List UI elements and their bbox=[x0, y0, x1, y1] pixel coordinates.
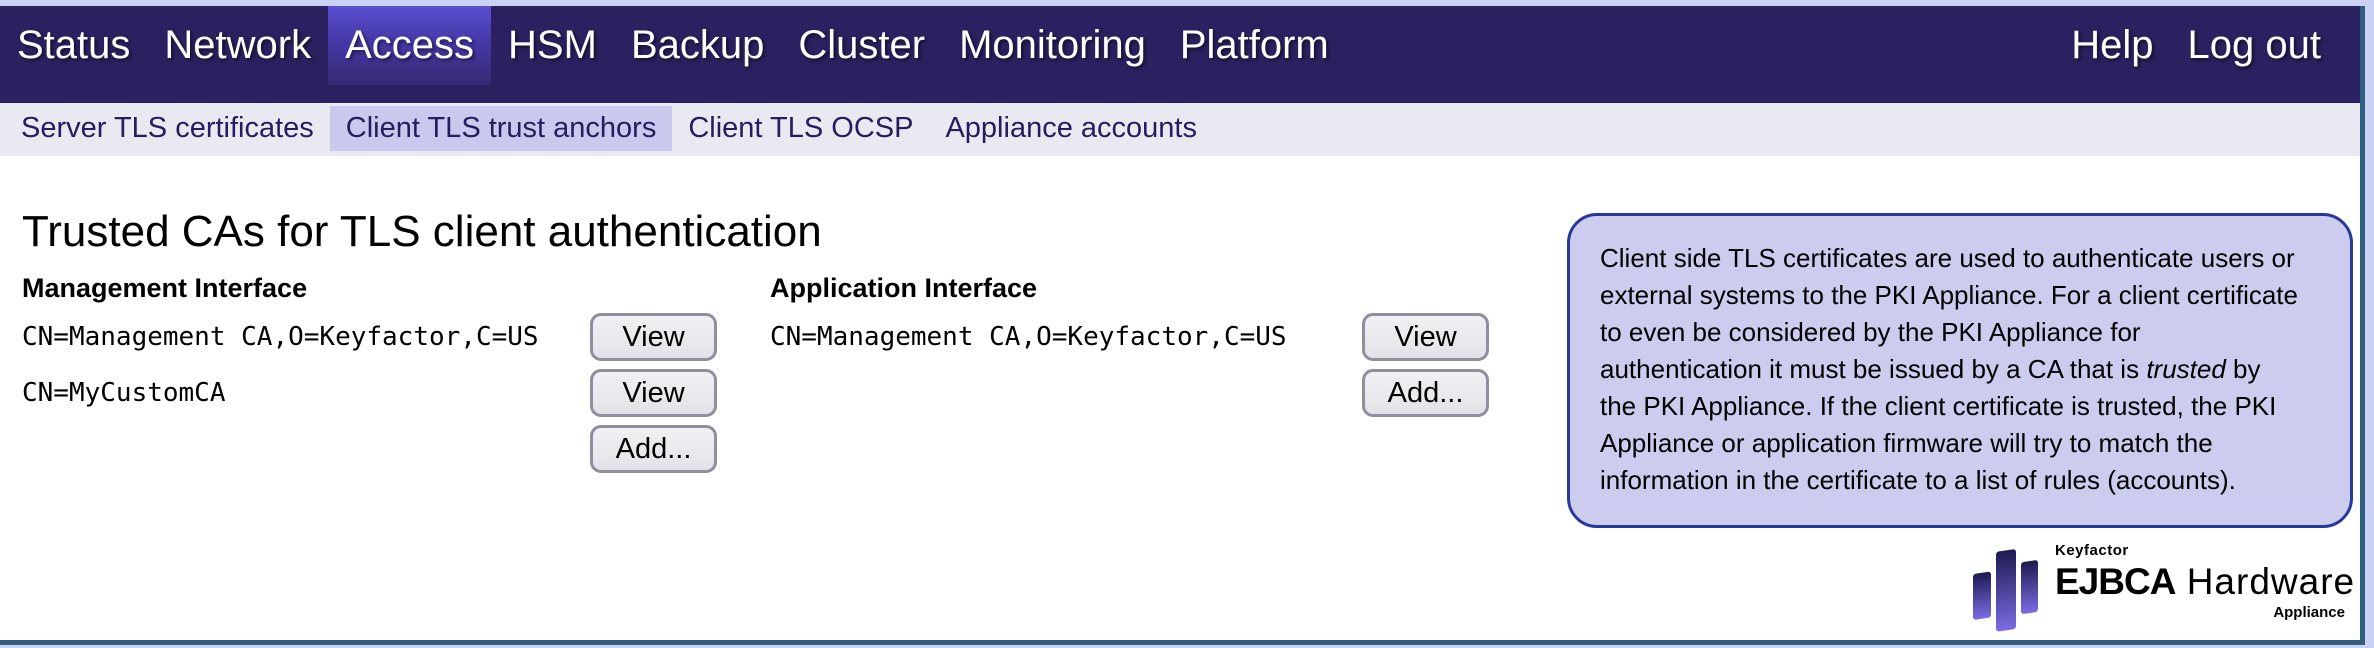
info-line: external systems to the PKI Appliance. F… bbox=[1600, 280, 2298, 310]
view-button[interactable]: View bbox=[1362, 313, 1489, 361]
logo-text: Keyfactor EJBCA Hardware Appliance bbox=[2055, 542, 2356, 622]
top-nav-left: Status Network Access HSM Backup Cluster… bbox=[0, 6, 1346, 85]
nav-item-help[interactable]: Help bbox=[2071, 23, 2154, 67]
info-line: the PKI Appliance. If the client certifi… bbox=[1600, 391, 2277, 421]
nav-item-logout[interactable]: Log out bbox=[2187, 23, 2321, 67]
cert-row: CN=Management CA,O=Keyfactor,C=US View bbox=[763, 313, 1489, 361]
info-line: information in the certificate to a list… bbox=[1600, 465, 2236, 495]
page-title: Trusted CAs for TLS client authenticatio… bbox=[22, 207, 822, 256]
nav-item-monitoring[interactable]: Monitoring bbox=[959, 23, 1146, 67]
keyfactor-ejbca-logo: Keyfactor EJBCA Hardware Appliance bbox=[1973, 542, 2356, 637]
sub-nav: Server TLS certificates Client TLS trust… bbox=[0, 103, 2360, 156]
logo-product: EJBCA Hardware bbox=[2055, 561, 2356, 602]
nav-item-network[interactable]: Network bbox=[164, 23, 312, 67]
subnav-item-client-tls-ocsp[interactable]: Client TLS OCSP bbox=[688, 112, 914, 144]
application-interface-label: Application Interface bbox=[770, 273, 1038, 303]
logo-brand: Keyfactor bbox=[2055, 542, 2129, 559]
info-callout: Client side TLS certificates are used to… bbox=[1567, 213, 2353, 528]
cert-row: CN=Management CA,O=Keyfactor,C=US View bbox=[15, 313, 730, 361]
subnav-item-server-tls-certificates[interactable]: Server TLS certificates bbox=[21, 112, 314, 144]
view-button[interactable]: View bbox=[590, 313, 717, 361]
cert-dn: CN=MyCustomCA bbox=[22, 378, 226, 408]
cert-dn: CN=Management CA,O=Keyfactor,C=US bbox=[22, 322, 539, 352]
application-interface-section: Application Interface CN=Management CA,O… bbox=[763, 272, 1489, 425]
nav-item-status[interactable]: Status bbox=[17, 23, 131, 67]
add-button[interactable]: Add... bbox=[1362, 369, 1489, 417]
cert-row: Add... bbox=[15, 425, 730, 473]
nav-item-backup[interactable]: Backup bbox=[630, 23, 765, 67]
logo-suffix: Appliance bbox=[2273, 604, 2345, 621]
app-window: Status Network Access HSM Backup Cluster… bbox=[0, 6, 2365, 645]
add-button[interactable]: Add... bbox=[590, 425, 717, 473]
subnav-item-appliance-accounts[interactable]: Appliance accounts bbox=[945, 112, 1197, 144]
keyfactor-bars-icon bbox=[1973, 549, 2038, 632]
info-line: to even be considered by the PKI Applian… bbox=[1600, 317, 2141, 347]
info-line: authentication it must be issued by a CA… bbox=[1600, 354, 2261, 384]
top-nav-right: Help Log out bbox=[2054, 6, 2360, 85]
main-content: Trusted CAs for TLS client authenticatio… bbox=[0, 156, 2360, 640]
subnav-item-client-tls-trust-anchors[interactable]: Client TLS trust anchors bbox=[329, 106, 673, 151]
info-line: Client side TLS certificates are used to… bbox=[1600, 243, 2295, 273]
management-interface-section: Management Interface CN=Management CA,O=… bbox=[15, 272, 730, 481]
nav-item-access[interactable]: Access bbox=[328, 6, 492, 85]
nav-item-cluster[interactable]: Cluster bbox=[798, 23, 926, 67]
nav-item-hsm[interactable]: HSM bbox=[508, 23, 597, 67]
cert-dn: CN=Management CA,O=Keyfactor,C=US bbox=[770, 322, 1287, 352]
top-nav: Status Network Access HSM Backup Cluster… bbox=[0, 6, 2360, 103]
management-interface-label: Management Interface bbox=[22, 273, 308, 303]
cert-row: Add... bbox=[763, 369, 1489, 417]
info-line: Appliance or application firmware will t… bbox=[1600, 428, 2213, 458]
nav-item-platform[interactable]: Platform bbox=[1179, 23, 1329, 67]
cert-row: CN=MyCustomCA View bbox=[15, 369, 730, 417]
view-button[interactable]: View bbox=[590, 369, 717, 417]
